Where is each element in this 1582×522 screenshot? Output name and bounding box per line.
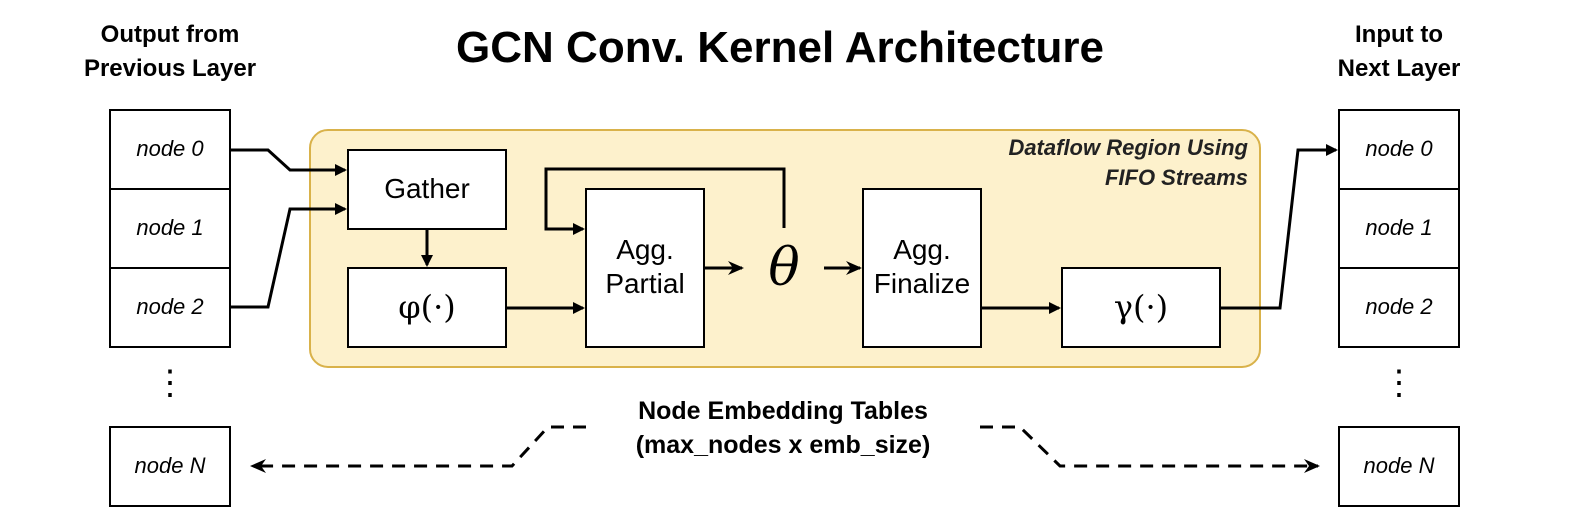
gather-label: Gather [384, 173, 470, 204]
agg-finalize-line2: Finalize [873, 268, 971, 299]
left-node-n-cell [109, 426, 231, 507]
arrow-node2-to-gather [230, 203, 347, 309]
left-node-2-cell [109, 267, 231, 348]
arrow-gamma-to-next-layer [1220, 144, 1338, 310]
right-node-n-label: node N [1363, 453, 1435, 478]
region-label-line1: Dataflow Region Using [1008, 135, 1248, 160]
left-node-0-label: node 0 [136, 136, 204, 161]
right-node-0-label: node 0 [1365, 136, 1433, 161]
embedding-line1: Node Embedding Tables [638, 397, 928, 425]
agg-partial-label: Agg. Partial [586, 233, 704, 301]
dashed-arrow-to-right-node-n [980, 425, 1320, 473]
gamma-block [1061, 267, 1221, 348]
right-column-label: Input to Next Layer [1299, 18, 1499, 86]
dashed-arrow-to-left-node-n [250, 425, 586, 473]
right-ellipsis: ⋮ [1382, 364, 1416, 402]
page-title: GCN Conv. Kernel Architecture [456, 23, 1104, 72]
arrow-node0-to-gather [230, 148, 347, 176]
phi-block [347, 267, 507, 348]
agg-partial-line2: Partial [605, 268, 685, 299]
right-node-2-cell [1338, 267, 1460, 348]
region-label-line2: FIFO Streams [1104, 165, 1248, 190]
gather-block [347, 149, 507, 230]
left-node-2-label: node 2 [136, 294, 204, 319]
agg-partial-line1: Agg. [616, 234, 674, 265]
left-node-1-cell [109, 188, 231, 269]
agg-finalize-line1: Agg. [893, 234, 951, 265]
right-label-line1: Input to [1355, 21, 1443, 48]
right-node-n-cell [1338, 426, 1460, 507]
agg-finalize-label: Agg. Finalize [858, 233, 986, 301]
theta-symbol: θ [768, 238, 800, 298]
agg-partial-block [585, 188, 705, 348]
left-node-0-cell [109, 109, 231, 190]
arrow-theta-feedback-loop [544, 167, 786, 235]
left-node-n-label: node N [134, 453, 206, 478]
embedding-line2: (max_nodes x emb_size) [635, 431, 931, 459]
left-label-line1: Output from [100, 21, 240, 48]
phi-label: φ(·) [398, 288, 456, 326]
left-column-label: Output from Previous Layer [60, 18, 280, 86]
left-node-table [109, 109, 231, 507]
left-ellipsis: ⋮ [153, 364, 187, 402]
right-label-line2: Next Layer [1337, 55, 1461, 82]
dataflow-region-label: Dataflow Region Using FIFO Streams [900, 133, 1248, 193]
left-label-line2: Previous Layer [83, 55, 257, 82]
right-node-table [1338, 109, 1460, 507]
agg-finalize-block [862, 188, 982, 348]
left-node-1-label: node 1 [136, 215, 204, 240]
embedding-tables-caption: Node Embedding Tables (max_nodes x emb_s… [583, 394, 983, 462]
right-node-2-label: node 2 [1365, 294, 1433, 319]
right-node-1-label: node 1 [1365, 215, 1433, 240]
gamma-label: γ(·) [1113, 288, 1169, 326]
